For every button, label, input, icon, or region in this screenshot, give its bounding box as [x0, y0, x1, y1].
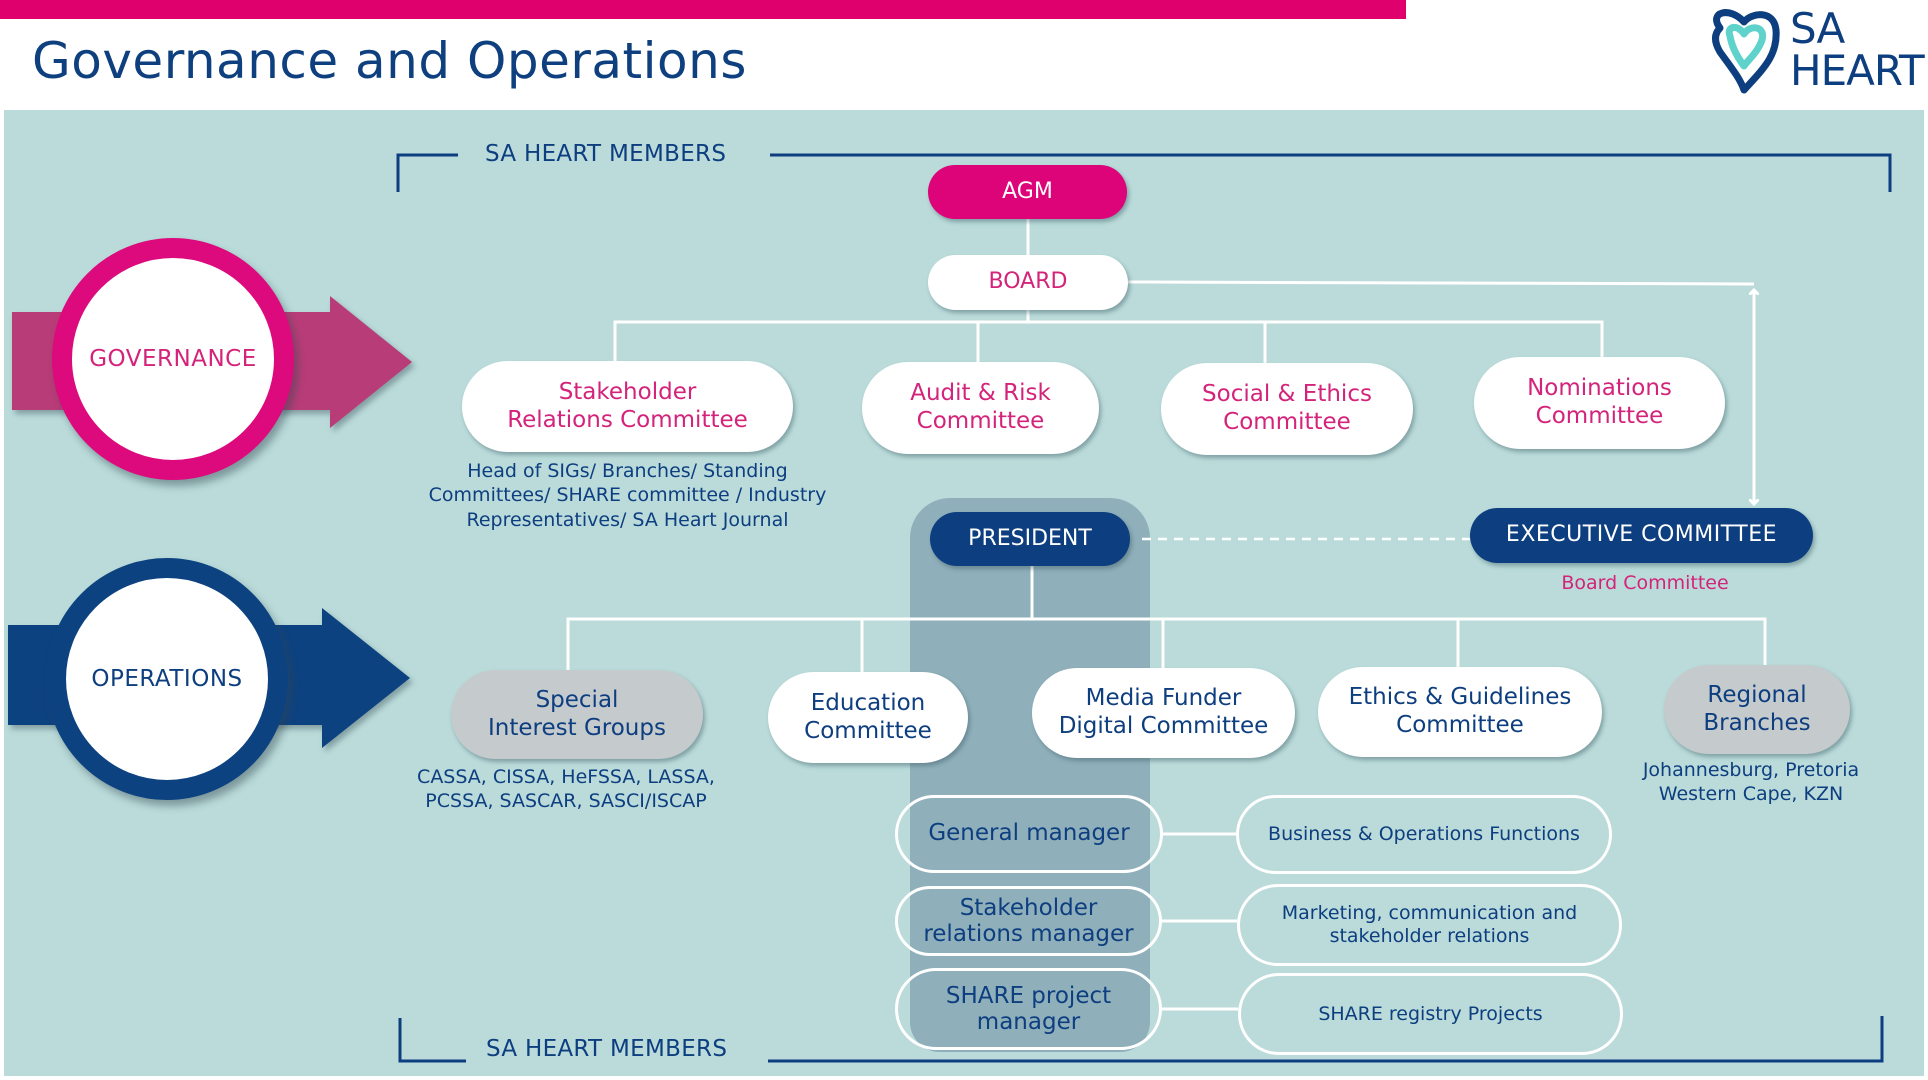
note-line: Representatives/ SA Heart Journal [466, 508, 789, 531]
logo-text-sa: SA [1790, 4, 1845, 53]
social-ethics-committee-box[interactable]: Social & Ethics Committee [1161, 363, 1413, 455]
committee-line: Audit & Risk [910, 380, 1051, 407]
sig-note: CASSA, CISSA, HeFSSA, LASSA, PCSSA, SASC… [396, 765, 736, 814]
committee-line: Ethics & Guidelines [1348, 684, 1572, 711]
heart-logo-icon [1712, 9, 1780, 94]
committee-line: Committee [804, 717, 932, 744]
committee-line: Stakeholder [558, 378, 697, 405]
operations-label: OPERATIONS [91, 666, 243, 692]
committee-line: Committee [916, 408, 1045, 434]
business-operations-functions-box[interactable]: Business & Operations Functions [1236, 795, 1612, 874]
members-label-bottom: SA HEART MEMBERS [486, 1036, 728, 1062]
executive-committee-box[interactable]: EXECUTIVE COMMITTEE [1470, 508, 1813, 563]
stakeholder-relations-note: Head of SIGs/ Branches/ Standing Committ… [400, 459, 855, 532]
members-label-top: SA HEART MEMBERS [485, 141, 727, 167]
stakeholder-relations-committee-box[interactable]: Stakeholder Relations Committee [462, 361, 793, 452]
operations-circle: OPERATIONS [46, 558, 288, 800]
agm-label: AGM [1002, 178, 1053, 204]
manager-role-line: relations manager [923, 921, 1134, 947]
manager-function-line: SHARE registry Projects [1318, 1002, 1543, 1025]
note-line: Committees/ SHARE committee / Industry [428, 484, 827, 507]
top-accent-bar [0, 0, 1406, 19]
note-line: PCSSA, SASCAR, SASCI/ISCAP [425, 790, 707, 813]
committee-line: Social & Ethics [1202, 381, 1372, 408]
share-project-manager-box[interactable]: SHARE project manager [895, 968, 1162, 1050]
president-box[interactable]: PRESIDENT [930, 512, 1130, 566]
note-line: Head of SIGs/ Branches/ Standing [467, 460, 788, 482]
regional-branches-note: Johannesburg, Pretoria Western Cape, KZN [1606, 758, 1896, 807]
ethics-guidelines-committee-box[interactable]: Ethics & Guidelines Committee [1318, 667, 1602, 757]
share-registry-projects-box[interactable]: SHARE registry Projects [1238, 973, 1623, 1055]
committee-line: Nominations [1527, 375, 1672, 402]
manager-role-line: Stakeholder [959, 894, 1098, 921]
committee-line: Relations Committee [507, 406, 748, 433]
manager-role-line: SHARE project [945, 982, 1112, 1009]
marketing-communication-box[interactable]: Marketing, communication and stakeholder… [1237, 884, 1622, 966]
committee-line: Committee [1223, 409, 1351, 435]
committee-line: Education [810, 689, 926, 716]
manager-function-line: Business & Operations Functions [1268, 823, 1580, 846]
general-manager-box[interactable]: General manager [895, 795, 1163, 873]
manager-function-line: Marketing, communication and [1281, 902, 1578, 925]
special-interest-groups-box[interactable]: Special Interest Groups [451, 670, 703, 759]
note-line: CASSA, CISSA, HeFSSA, LASSA, [417, 766, 715, 788]
manager-function-line: stakeholder relations [1329, 925, 1530, 947]
note-line: Johannesburg, Pretoria [1642, 759, 1860, 781]
executive-committee-label: EXECUTIVE COMMITTEE [1505, 522, 1778, 548]
committee-line: Branches [1703, 709, 1811, 736]
manager-role-line: manager [976, 1009, 1081, 1035]
executive-committee-note: Board Committee [1561, 572, 1729, 594]
logo-text-heart: HEART [1790, 46, 1925, 95]
stakeholder-relations-manager-box[interactable]: Stakeholder relations manager [895, 886, 1162, 956]
committee-line: Regional [1707, 681, 1807, 708]
note-line: Western Cape, KZN [1658, 783, 1844, 806]
committee-line: Digital Committee [1058, 713, 1269, 739]
committee-line: Interest Groups [488, 714, 666, 741]
governance-label: GOVERNANCE [89, 346, 257, 372]
nominations-committee-box[interactable]: Nominations Committee [1474, 357, 1725, 449]
committee-line: Committee [1396, 712, 1524, 738]
manager-role-line: General manager [928, 820, 1130, 847]
page-title: Governance and Operations [32, 32, 747, 90]
audit-risk-committee-box[interactable]: Audit & Risk Committee [862, 362, 1099, 454]
committee-line: Committee [1535, 403, 1664, 429]
board-box[interactable]: BOARD [928, 255, 1128, 310]
board-label: BOARD [988, 269, 1068, 295]
education-committee-box[interactable]: Education Committee [768, 672, 968, 763]
agm-box[interactable]: AGM [928, 165, 1127, 219]
president-column [910, 498, 1150, 1052]
president-label: PRESIDENT [968, 525, 1092, 551]
governance-circle: GOVERNANCE [52, 238, 294, 480]
media-funder-digital-committee-box[interactable]: Media Funder Digital Committee [1032, 668, 1295, 758]
committee-line: Media Funder [1085, 685, 1242, 712]
committee-line: Special [535, 686, 619, 713]
regional-branches-box[interactable]: Regional Branches [1664, 665, 1850, 754]
